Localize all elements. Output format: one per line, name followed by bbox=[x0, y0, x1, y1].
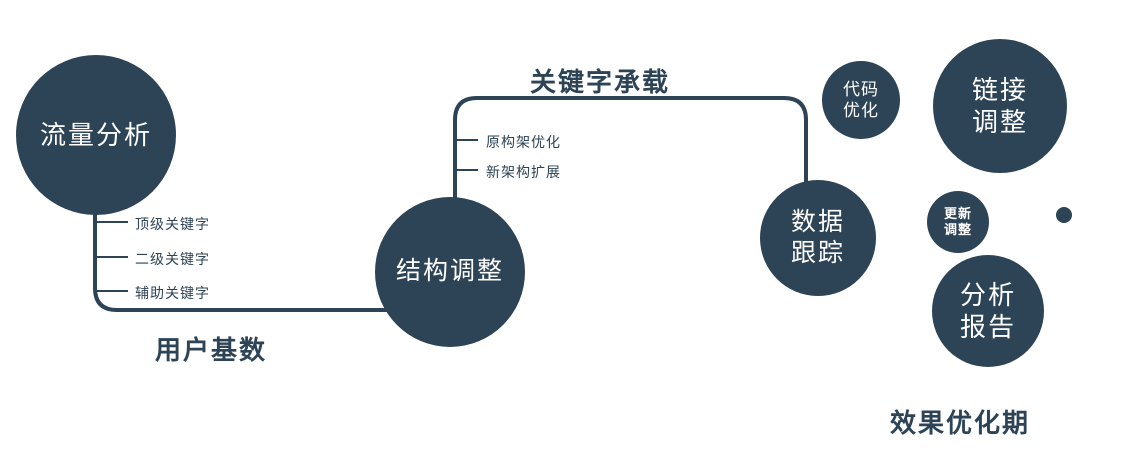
node-analysis-report: 分析 报告 bbox=[932, 255, 1044, 367]
branch-original-architecture-optimization: 原构架优化 bbox=[486, 134, 561, 150]
footer-effect-optimization-period: 效果优化期 bbox=[890, 408, 1031, 438]
node-update-adjustment-line2: 调整 bbox=[943, 222, 972, 237]
branch-new-architecture-expansion: 新架构扩展 bbox=[486, 164, 561, 180]
node-structure-adjustment-label: 结构调整 bbox=[395, 257, 504, 286]
edge-traffic-to-structure bbox=[93, 205, 392, 312]
node-link-adjustment: 链接 调整 bbox=[933, 39, 1067, 173]
node-data-tracking: 数据 跟踪 bbox=[760, 180, 876, 296]
node-code-optimization-line1: 代码 bbox=[843, 79, 879, 99]
node-traffic-analysis-label: 流量分析 bbox=[39, 119, 152, 150]
branch-auxiliary-keywords: 辅助关键字 bbox=[135, 285, 210, 301]
branch-top-keywords: 顶级关键字 bbox=[135, 216, 210, 232]
edge-structure-to-data-tracking bbox=[453, 96, 808, 200]
node-link-adjustment-line2: 调整 bbox=[971, 107, 1028, 137]
node-update-adjustment: 更新 调整 bbox=[927, 191, 989, 253]
node-code-optimization: 代码 优化 bbox=[822, 61, 900, 139]
node-data-tracking-line1: 数据 bbox=[790, 207, 845, 236]
node-update-adjustment-line1: 更新 bbox=[943, 205, 972, 221]
node-code-optimization-line2: 优化 bbox=[843, 101, 879, 120]
edge-label-keyword-bearing: 关键字承载 bbox=[530, 67, 671, 97]
node-structure-adjustment: 结构调整 bbox=[375, 197, 525, 347]
small-dot-marker bbox=[1056, 207, 1072, 223]
node-analysis-report-line1: 分析 bbox=[959, 279, 1016, 310]
node-analysis-report-line2: 报告 bbox=[959, 312, 1016, 342]
node-data-tracking-line2: 跟踪 bbox=[790, 239, 845, 267]
node-traffic-analysis: 流量分析 bbox=[16, 55, 176, 215]
node-link-adjustment-line1: 链接 bbox=[971, 74, 1028, 105]
branch-secondary-keywords: 二级关键字 bbox=[135, 251, 210, 267]
edge-label-user-base: 用户基数 bbox=[155, 335, 268, 365]
